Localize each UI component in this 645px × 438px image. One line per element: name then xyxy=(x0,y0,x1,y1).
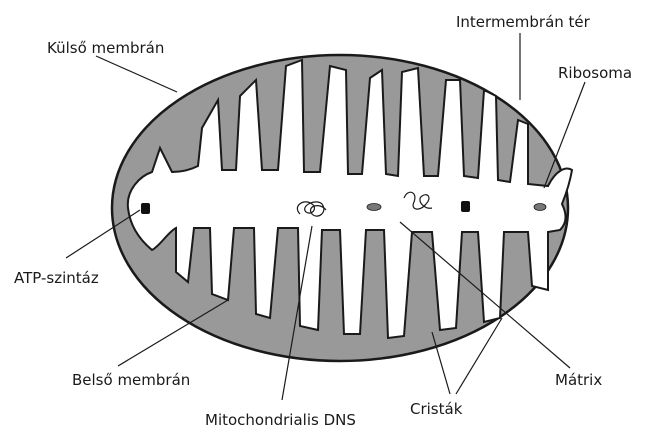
label-inner-membrane: Belső membrán xyxy=(72,371,190,389)
atp-synthase-right xyxy=(461,201,470,212)
atp-synthase-left xyxy=(141,203,150,214)
label-cristae: Cristák xyxy=(410,400,463,418)
ribosome-center xyxy=(367,204,381,211)
leader-outer-membrane xyxy=(96,56,177,92)
label-outer-membrane: Külső membrán xyxy=(47,39,164,57)
label-intermembrane-space: Intermembrán tér xyxy=(456,13,591,31)
label-mitochondrial-dna: Mitochondrialis DNS xyxy=(205,411,356,429)
ribosome-right xyxy=(534,204,546,211)
label-matrix: Mátrix xyxy=(555,371,602,389)
label-atp-synthase: ATP-szintáz xyxy=(14,269,99,287)
label-ribosome: Ribosoma xyxy=(558,64,632,82)
